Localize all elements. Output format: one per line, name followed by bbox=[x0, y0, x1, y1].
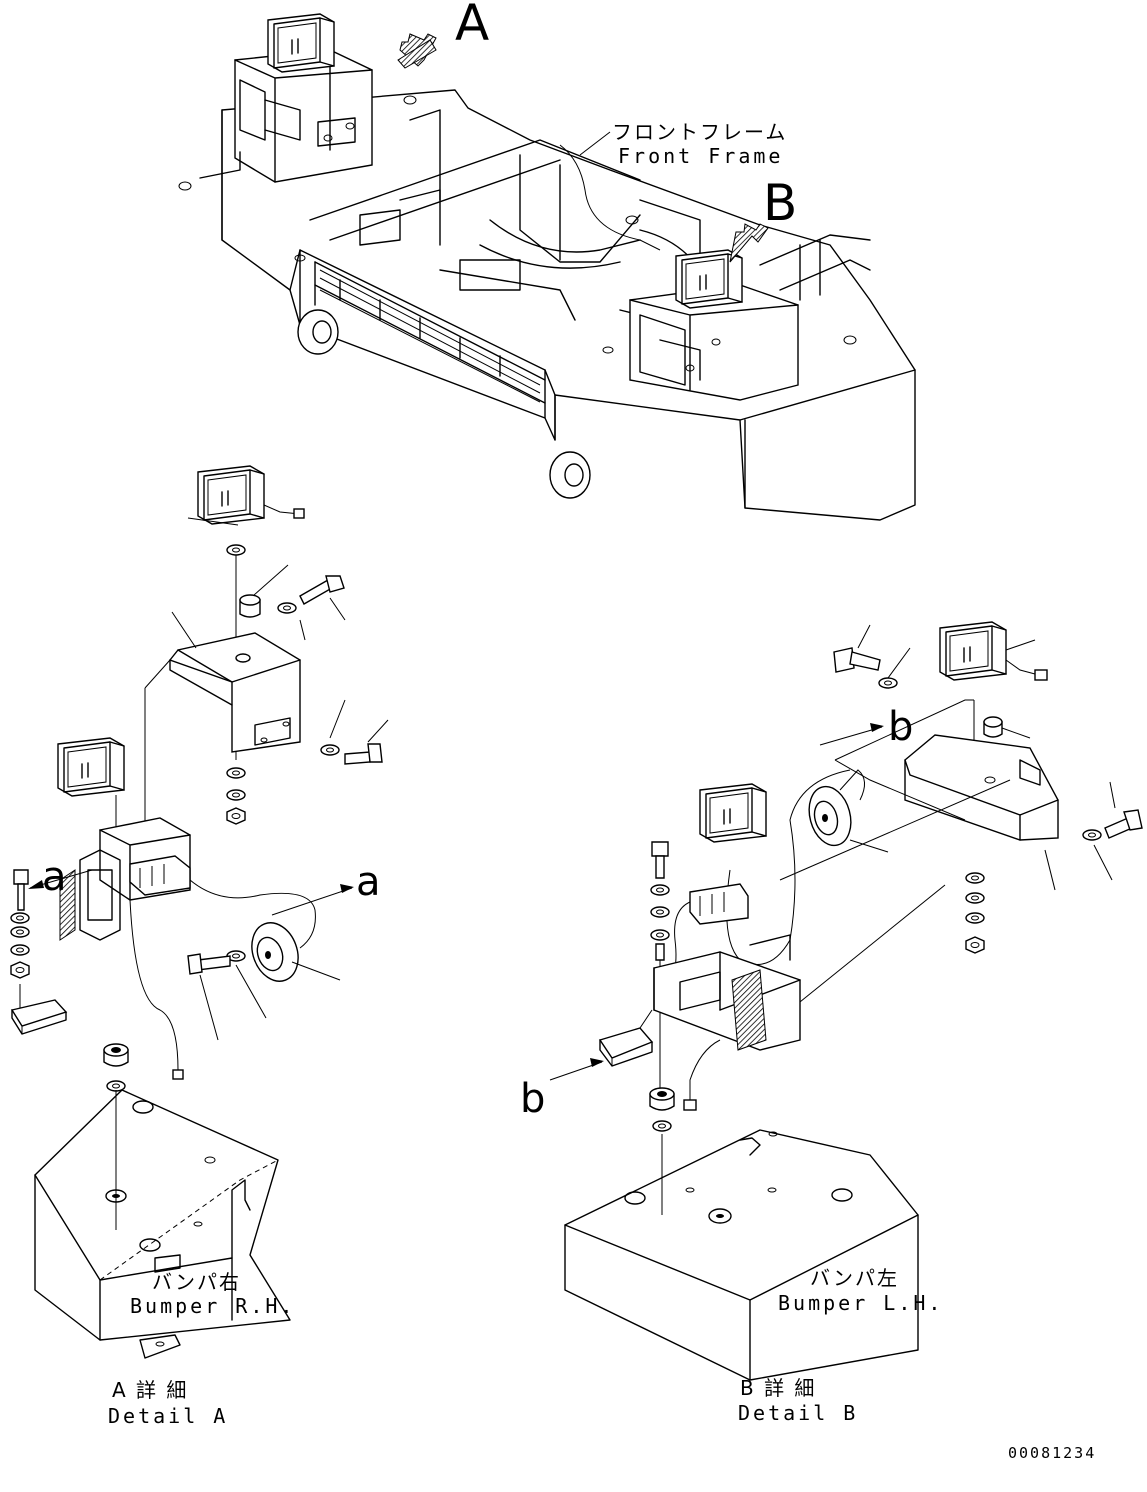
front-frame-label-en: Front Frame bbox=[618, 144, 784, 168]
detail-b-caption-en: Detail B bbox=[738, 1401, 859, 1425]
detail-b-assembly bbox=[549, 621, 1143, 1381]
arrow-b-upper-label: b bbox=[888, 704, 913, 750]
front-frame-assembly bbox=[178, 13, 916, 521]
bumper-lh-label-jp: バンパ左 bbox=[810, 1266, 899, 1290]
work-lamp-icon bbox=[57, 737, 125, 797]
arrow-a-right-label: a bbox=[356, 859, 381, 905]
callout-b-label: B bbox=[763, 174, 797, 232]
work-lamp-icon bbox=[267, 13, 335, 73]
work-lamp-icon bbox=[699, 783, 767, 843]
view-arrow-a bbox=[397, 33, 437, 69]
bumper-rh-label-jp: バンパ右 bbox=[152, 1270, 241, 1294]
work-lamp-icon bbox=[197, 465, 265, 525]
detail-a-caption-en: Detail A bbox=[108, 1404, 229, 1428]
arrow-a-left-label: a bbox=[42, 854, 67, 900]
detail-a-caption-jp: A 詳 細 bbox=[112, 1378, 189, 1402]
bumper-lh-label-en: Bumper L.H. bbox=[778, 1291, 944, 1315]
view-arrow-b bbox=[729, 223, 769, 263]
front-frame-label-jp: フロントフレーム bbox=[612, 120, 788, 144]
work-lamp-icon bbox=[939, 621, 1007, 681]
arrow-b-lower-label: b bbox=[520, 1076, 545, 1122]
callout-a-label: A bbox=[455, 0, 489, 52]
drawing-number: 00081234 bbox=[1008, 1444, 1097, 1462]
detail-b-caption-jp: B 詳 細 bbox=[740, 1376, 817, 1400]
bumper-rh-label-en: Bumper R.H. bbox=[130, 1294, 296, 1318]
detail-a-assembly bbox=[10, 465, 389, 1359]
